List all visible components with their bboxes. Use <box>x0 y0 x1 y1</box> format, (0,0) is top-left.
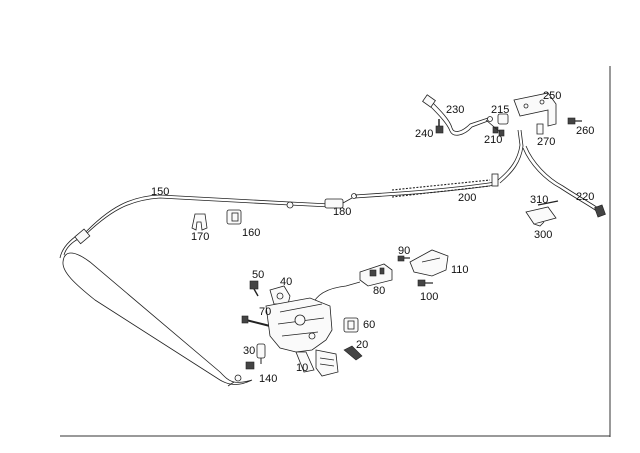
label-110: 110 <box>451 264 469 276</box>
sensor-30 <box>256 343 266 364</box>
bolt-260 <box>567 117 582 125</box>
label-20: 20 <box>356 339 368 351</box>
cable-150 <box>59 194 331 387</box>
label-170: 170 <box>191 231 209 243</box>
clip-140 <box>245 361 255 370</box>
label-220: 220 <box>576 191 594 203</box>
bracket-110 <box>409 249 449 277</box>
label-215: 215 <box>491 104 509 116</box>
label-100: 100 <box>420 291 438 303</box>
connector-180 <box>324 193 357 209</box>
label-140: 140 <box>259 373 277 385</box>
label-310: 310 <box>530 194 548 206</box>
label-30: 30 <box>243 345 255 357</box>
clip-170 <box>191 213 208 231</box>
cable-200 <box>354 129 524 199</box>
bolt-100 <box>417 279 433 287</box>
fitting-210 <box>485 119 505 137</box>
label-240: 240 <box>415 128 433 140</box>
label-180: 180 <box>333 206 351 218</box>
bolt-70 <box>241 315 271 327</box>
pad-20 <box>343 345 363 361</box>
label-300: 300 <box>534 229 552 241</box>
label-80: 80 <box>373 285 385 297</box>
cable-230 <box>422 94 493 136</box>
label-200: 200 <box>458 192 476 204</box>
label-60: 60 <box>363 319 375 331</box>
label-150: 150 <box>151 186 169 198</box>
bracket-250 <box>513 92 557 127</box>
label-250: 250 <box>543 90 561 102</box>
bolt-240 <box>435 119 444 134</box>
switch-80 <box>359 263 393 287</box>
pedal-assembly-10 <box>265 297 339 377</box>
bolt-90 <box>397 255 410 262</box>
label-70: 70 <box>259 306 271 318</box>
label-10: 10 <box>296 362 308 374</box>
label-50: 50 <box>252 269 264 281</box>
label-230: 230 <box>446 104 464 116</box>
bolt-50 <box>249 280 259 297</box>
label-210: 210 <box>484 134 502 146</box>
label-260: 260 <box>576 125 594 137</box>
clip-160 <box>226 209 242 225</box>
grommet-215 <box>497 113 509 125</box>
bracket-300 <box>525 200 559 227</box>
label-270: 270 <box>537 136 555 148</box>
label-40: 40 <box>280 276 292 288</box>
bushing-60 <box>343 317 359 333</box>
label-160: 160 <box>242 227 260 239</box>
label-90: 90 <box>398 245 410 257</box>
cable-220 <box>522 145 606 218</box>
bracket-40 <box>269 285 291 305</box>
clip-270 <box>536 123 544 135</box>
